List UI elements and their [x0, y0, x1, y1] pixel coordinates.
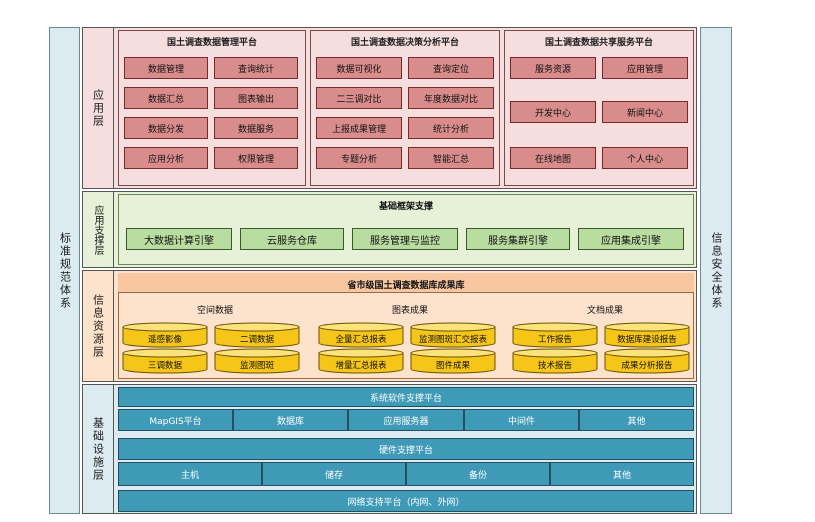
module-personal-center[interactable]: 个人中心 — [602, 147, 688, 169]
cylinder-shape — [214, 348, 300, 374]
infrastructure-layer-label: 基础设施层 — [82, 384, 114, 514]
module-data-management[interactable]: 数据管理 — [124, 57, 208, 79]
module-application-analysis[interactable]: 应用分析 — [124, 147, 208, 169]
cylinder-label: 工作报告 — [537, 335, 572, 345]
cylinder-shape — [512, 348, 598, 374]
resource-title-bar — [118, 273, 694, 293]
module-service-resources[interactable]: 服务资源 — [510, 57, 596, 79]
module-survey-comparison[interactable]: 二三调对比 — [316, 87, 402, 109]
cylinder-label: 增量汇总报表 — [335, 361, 387, 371]
cylinder-label: 数据库建设报告 — [617, 335, 677, 345]
database-cylinder[interactable]: 监测图斑汇交报表 — [410, 322, 496, 348]
cylinder-shape — [512, 322, 598, 348]
application-support-layer-label: 应用支撑层 — [82, 191, 114, 268]
security-system-sidebar: 信息安全体系 — [700, 27, 732, 514]
module-report-results-management[interactable]: 上报成果管理 — [316, 117, 402, 139]
software-mapgis[interactable]: MapGIS平台 — [118, 409, 233, 431]
module-data-visualization[interactable]: 数据可视化 — [316, 57, 402, 79]
database-cylinder[interactable]: 数据库建设报告 — [604, 322, 690, 348]
module-query-statistics[interactable]: 查询统计 — [214, 57, 298, 79]
database-cylinder[interactable]: 全量汇总报表 — [318, 322, 404, 348]
database-cylinder[interactable]: 技术报告 — [512, 348, 598, 374]
database-cylinder[interactable]: 工作报告 — [512, 322, 598, 348]
cylinder-label: 二调数据 — [239, 335, 274, 345]
database-cylinder[interactable]: 遥感影像 — [122, 322, 208, 348]
cylinder-shape — [318, 322, 404, 348]
cylinder-shape — [318, 348, 404, 374]
group-title-spatial-data: 空间数据 — [196, 306, 233, 316]
software-database[interactable]: 数据库 — [233, 409, 348, 431]
module-chart-output[interactable]: 图表输出 — [214, 87, 298, 109]
database-cylinder[interactable]: 图件成果 — [410, 348, 496, 374]
cylinder-shape — [214, 322, 300, 348]
module-online-map[interactable]: 在线地图 — [510, 147, 596, 169]
module-query-locate[interactable]: 查询定位 — [408, 57, 494, 79]
hardware-other[interactable]: 其他 — [550, 462, 694, 486]
group-title-document-results: 文档成果 — [586, 306, 623, 316]
database-cylinder[interactable]: 增量汇总报表 — [318, 348, 404, 374]
cylinder-label: 全量汇总报表 — [335, 335, 387, 345]
cylinder-shape — [122, 322, 208, 348]
software-app-server[interactable]: 应用服务器 — [348, 409, 464, 431]
database-cylinder[interactable]: 二调数据 — [214, 322, 300, 348]
application-layer-label: 应用层 — [82, 27, 114, 189]
panel-title: 国土调查数据共享服务平台 — [544, 38, 653, 48]
database-cylinder[interactable]: 监测图斑 — [214, 348, 300, 374]
software-middleware[interactable]: 中间件 — [464, 409, 579, 431]
module-smart-summary[interactable]: 智能汇总 — [408, 147, 494, 169]
group-title-chart-results: 图表成果 — [391, 306, 428, 316]
module-data-summary[interactable]: 数据汇总 — [124, 87, 208, 109]
module-statistical-analysis[interactable]: 统计分析 — [408, 117, 494, 139]
module-data-distribution[interactable]: 数据分发 — [124, 117, 208, 139]
module-data-service[interactable]: 数据服务 — [214, 117, 298, 139]
resource-title: 省市级国土调查数据库成果库 — [347, 281, 465, 291]
information-resource-layer-label: 信息资源层 — [82, 270, 114, 382]
cylinder-shape — [410, 322, 496, 348]
module-developer-center[interactable]: 开发中心 — [510, 101, 596, 123]
cylinder-label: 成果分析报告 — [621, 361, 673, 371]
hardware-storage[interactable]: 储存 — [262, 462, 406, 486]
module-permission-management[interactable]: 权限管理 — [214, 147, 298, 169]
cylinder-label: 三调数据 — [147, 361, 182, 371]
engine-cloud-service-repository[interactable]: 云服务仓库 — [240, 228, 344, 250]
hardware-host[interactable]: 主机 — [118, 462, 262, 486]
module-application-management[interactable]: 应用管理 — [602, 57, 688, 79]
module-annual-comparison[interactable]: 年度数据对比 — [408, 87, 494, 109]
system-software-platform: 系统软件支撑平台 — [118, 387, 694, 407]
hardware-backup[interactable]: 备份 — [406, 462, 550, 486]
cylinder-label: 技术报告 — [537, 361, 572, 371]
engine-service-cluster[interactable]: 服务集群引擎 — [466, 228, 570, 250]
engine-application-integration[interactable]: 应用集成引擎 — [578, 228, 684, 250]
cylinder-label: 监测图斑汇交报表 — [418, 335, 487, 345]
network-support-platform: 网络支持平台（内网、外网） — [118, 490, 694, 512]
engine-big-data-compute[interactable]: 大数据计算引擎 — [126, 228, 232, 250]
cylinder-shape — [604, 348, 690, 374]
cylinder-label: 遥感影像 — [147, 335, 182, 345]
module-thematic-analysis[interactable]: 专题分析 — [316, 147, 402, 169]
cylinder-shape — [604, 322, 690, 348]
database-cylinder[interactable]: 成果分析报告 — [604, 348, 690, 374]
cylinder-shape — [410, 348, 496, 374]
panel-title: 国土调查数据决策分析平台 — [350, 38, 459, 48]
software-other[interactable]: 其他 — [579, 409, 694, 431]
panel-title: 国土调查数据管理平台 — [166, 38, 257, 48]
engine-service-management-monitoring[interactable]: 服务管理与监控 — [352, 228, 458, 250]
module-news-center[interactable]: 新闻中心 — [602, 101, 688, 123]
cylinder-shape — [122, 348, 208, 374]
standards-system-sidebar: 标准规范体系 — [49, 27, 80, 514]
hardware-platform: 硬件支撑平台 — [118, 438, 694, 460]
cylinder-label: 图件成果 — [435, 361, 470, 371]
database-cylinder[interactable]: 三调数据 — [122, 348, 208, 374]
cylinder-label: 监测图斑 — [239, 361, 274, 371]
support-title: 基础框架支撑 — [378, 202, 433, 212]
